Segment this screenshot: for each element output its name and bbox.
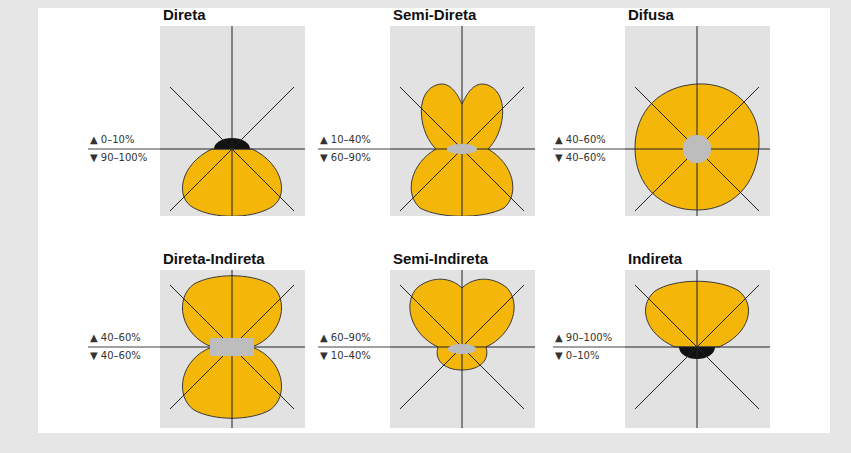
panel-ground	[390, 270, 535, 428]
distribution-panel: Indireta	[625, 250, 770, 428]
flux-percentage: ▼ 60–90%	[320, 152, 371, 164]
light-curve	[160, 270, 305, 428]
distribution-panel: Difusa	[625, 6, 770, 216]
type-title: Indireta	[625, 250, 770, 268]
distribution-panel: Semi-Indireta	[390, 250, 535, 428]
flux-percentage: ▼ 40–60%	[555, 152, 606, 164]
flux-percentage: ▲ 60–90%	[320, 332, 371, 344]
light-curve	[390, 26, 535, 216]
distribution-panel: Direta-Indireta	[160, 250, 305, 428]
panel-ground	[625, 270, 770, 428]
flux-percentage: ▲ 0–10%	[90, 134, 134, 146]
flux-percentage: ▲ 90–100%	[555, 332, 612, 344]
distribution-panel: Semi-Direta	[390, 6, 535, 216]
panel-ground	[390, 26, 535, 216]
type-title: Semi-Direta	[390, 6, 535, 24]
panel-ground	[625, 26, 770, 216]
type-title: Semi-Indireta	[390, 250, 535, 268]
flux-percentage: ▼ 0–10%	[555, 350, 599, 362]
flux-percentage: ▼ 10–40%	[320, 350, 371, 362]
flux-percentage: ▲ 40–60%	[90, 332, 141, 344]
type-title: Direta	[160, 6, 305, 24]
type-title: Direta-Indireta	[160, 250, 305, 268]
distribution-panel: Direta	[160, 6, 305, 216]
flux-percentage: ▲ 10–40%	[320, 134, 371, 146]
light-curve	[390, 270, 535, 428]
flux-percentage: ▼ 90–100%	[90, 152, 147, 164]
light-curve	[160, 26, 305, 216]
type-title: Difusa	[625, 6, 770, 24]
flux-percentage: ▼ 40–60%	[90, 350, 141, 362]
panel-ground	[160, 270, 305, 428]
flux-percentage: ▲ 40–60%	[555, 134, 606, 146]
light-curve	[625, 26, 770, 216]
light-curve	[625, 270, 770, 428]
panel-ground	[160, 26, 305, 216]
